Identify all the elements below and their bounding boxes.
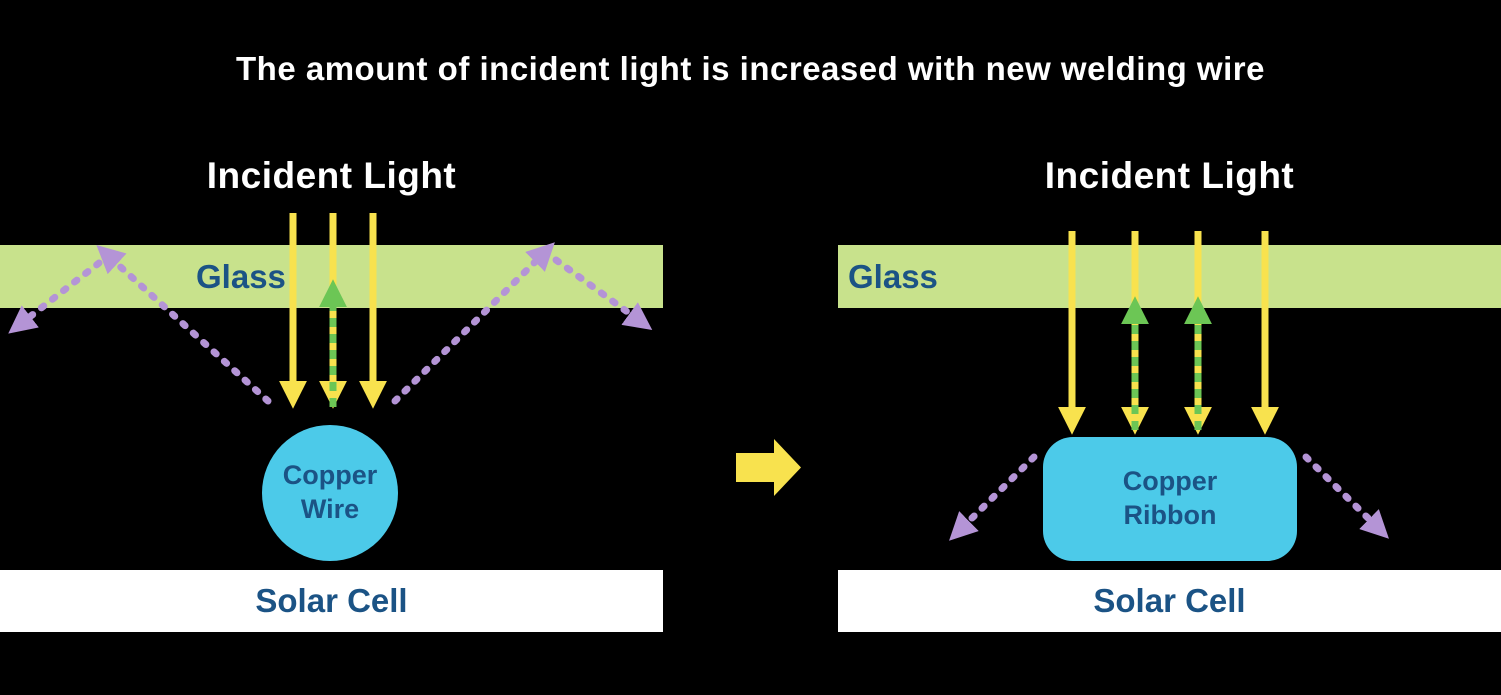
copper-wire-label-line1: Copper xyxy=(282,460,378,491)
left-solar-cell-label: Solar Cell xyxy=(255,582,408,619)
left-glass-label: Glass xyxy=(196,257,286,295)
right-glass-label: Glass xyxy=(848,257,938,295)
transition-right-arrow-icon xyxy=(736,439,801,496)
left-glass-panel xyxy=(0,245,663,308)
right-scatter-ray-left xyxy=(949,453,1038,541)
right-incident-light-label: Incident Light xyxy=(1044,155,1295,196)
left-incident-light-label: Incident Light xyxy=(206,155,457,196)
left-solar-cell-bar: Solar Cell xyxy=(0,570,663,632)
right-glass-panel xyxy=(838,245,1501,308)
copper-ribbon-label-line1: Copper xyxy=(1122,466,1218,497)
copper-wire-label-line2: Wire xyxy=(300,494,360,524)
copper-ribbon-shape: Copper Ribbon xyxy=(1043,437,1297,561)
right-solar-cell-bar: Solar Cell xyxy=(838,570,1501,632)
right-scatter-ray-right xyxy=(1302,453,1389,539)
copper-ribbon-label-line2: Ribbon xyxy=(1123,500,1217,530)
diagram-title: The amount of incident light is increase… xyxy=(236,50,1265,87)
copper-wire-shape: Copper Wire xyxy=(262,425,398,561)
right-solar-cell-label: Solar Cell xyxy=(1093,582,1246,619)
